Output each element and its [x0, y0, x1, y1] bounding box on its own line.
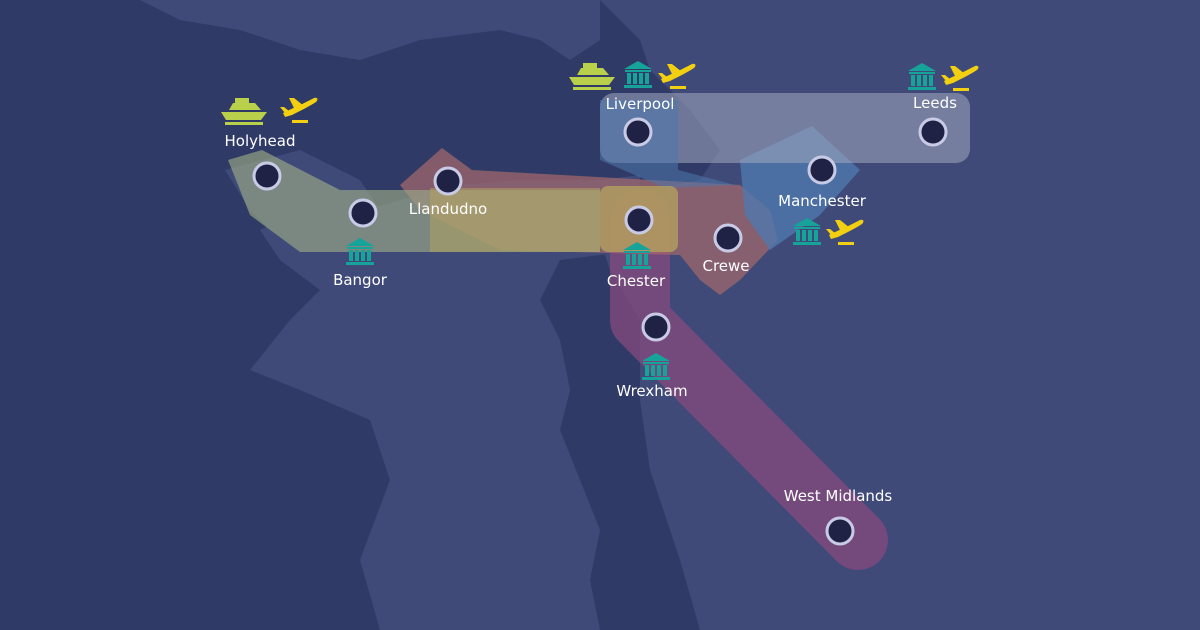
station-label: Holyhead	[225, 132, 296, 150]
station-marker[interactable]	[252, 161, 282, 191]
station-chester[interactable]: Chester	[607, 205, 666, 290]
station-marker[interactable]	[807, 155, 837, 185]
station-label: Manchester	[778, 192, 867, 210]
station-marker[interactable]	[624, 205, 654, 235]
station-label: Chester	[607, 272, 666, 290]
station-label: Liverpool	[606, 95, 675, 113]
route-band-liverpool-leeds	[600, 93, 970, 163]
station-marker[interactable]	[623, 117, 653, 147]
station-marker[interactable]	[641, 312, 671, 342]
station-marker[interactable]	[825, 516, 855, 546]
station-manchester[interactable]: Manchester	[778, 155, 867, 245]
station-west-midlands[interactable]: West Midlands	[784, 487, 893, 546]
station-marker[interactable]	[348, 198, 378, 228]
station-liverpool[interactable]: Liverpool	[569, 61, 696, 147]
station-label: Leeds	[913, 94, 957, 112]
station-holyhead[interactable]: Holyhead	[221, 97, 318, 191]
station-wrexham[interactable]: Wrexham	[616, 312, 688, 400]
route-band-llandudno-chester	[430, 188, 600, 252]
station-marker[interactable]	[713, 223, 743, 253]
station-label: Bangor	[333, 271, 388, 289]
station-label: Wrexham	[616, 382, 687, 400]
station-leeds[interactable]: Leeds	[908, 63, 979, 147]
station-label: West Midlands	[784, 487, 893, 505]
station-label: Llandudno	[409, 200, 487, 218]
station-crewe[interactable]: Crewe	[702, 223, 750, 275]
station-llandudno[interactable]: Llandudno	[409, 166, 487, 218]
station-marker[interactable]	[918, 117, 948, 147]
station-bangor[interactable]: Bangor	[333, 198, 388, 289]
station-marker[interactable]	[433, 166, 463, 196]
station-label: Crewe	[702, 257, 749, 275]
